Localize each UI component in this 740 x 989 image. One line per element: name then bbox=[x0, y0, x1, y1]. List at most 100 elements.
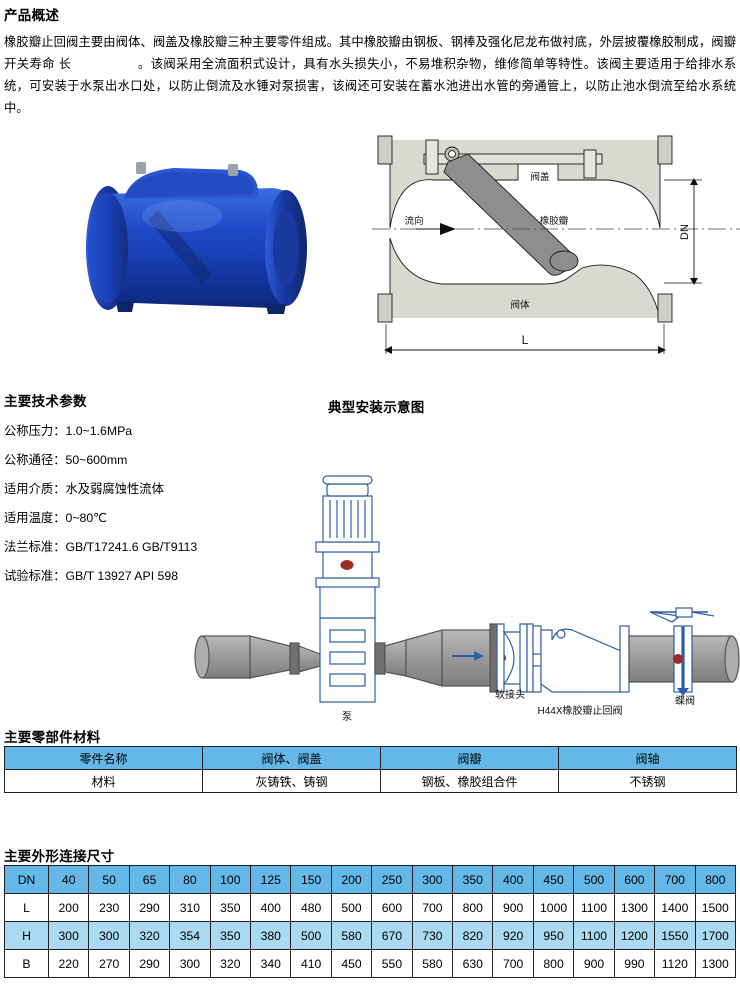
dimensions-table: DN 40 50 65 80 100 125 150 200 250 300 3… bbox=[4, 865, 736, 978]
valve-bonnet-shade bbox=[124, 172, 255, 198]
discharge-pipe bbox=[441, 629, 491, 687]
downstream-pipe-end bbox=[724, 635, 740, 683]
materials-title: 主要零部件材料 bbox=[4, 730, 101, 745]
table-cell: 900 bbox=[492, 893, 534, 922]
label-dn: DN bbox=[679, 224, 691, 240]
dimensions-row-label-dn: DN bbox=[4, 865, 49, 894]
table-cell: 990 bbox=[613, 949, 656, 978]
table-cell: 310 bbox=[169, 893, 211, 922]
hinge-boss-left bbox=[425, 139, 439, 175]
table-cell: 300 bbox=[169, 949, 211, 978]
table-cell: 700 bbox=[411, 893, 454, 922]
table-cell: 500 bbox=[330, 893, 373, 922]
table-cell: 350 bbox=[209, 893, 252, 922]
pump-base-window-1 bbox=[329, 629, 366, 643]
downstream-pipe-left bbox=[628, 635, 675, 683]
flange-bottom-right bbox=[657, 293, 673, 323]
pump-flange-mid bbox=[315, 577, 380, 588]
materials-cell-body-cover: 灰铸铁、铸钢 bbox=[202, 769, 381, 793]
butterfly-handle-hub bbox=[675, 607, 693, 618]
overview-title: 产品概述 bbox=[4, 8, 60, 23]
label-rubber-disc: 橡胶瓣 bbox=[540, 215, 569, 227]
figures-row: 阀盖 橡胶瓣 流向 阀体 DN L bbox=[0, 128, 740, 368]
l-arrow-left bbox=[384, 346, 392, 354]
overview-paragraph-part2: 。该阀采用全流面积式设计，具有水头损失小，不易堆积杂物，维修简单等特性。该阀主要… bbox=[4, 57, 736, 115]
valve-cross-section-drawing: 阀盖 橡胶瓣 流向 阀体 DN L bbox=[372, 135, 740, 354]
flex-joint-flange-left bbox=[496, 623, 505, 693]
label-pump: 泵 bbox=[342, 711, 352, 723]
spec-nominal-diameter: 公称通径：50~600mm bbox=[4, 453, 128, 467]
pump-base-housing bbox=[319, 617, 376, 703]
table-cell: 730 bbox=[411, 921, 454, 950]
dimensions-row-label-l: L bbox=[4, 893, 49, 922]
table-cell: 450 bbox=[330, 949, 373, 978]
table-cell: 150 bbox=[290, 865, 332, 894]
table-cell: 1550 bbox=[654, 921, 696, 950]
table-cell: 354 bbox=[169, 921, 211, 950]
flange-bottom-left bbox=[377, 293, 393, 323]
butterfly-indicator-dot bbox=[673, 654, 683, 664]
materials-header-body-cover: 阀体、阀盖 bbox=[202, 746, 381, 770]
table-cell: 300 bbox=[411, 865, 454, 894]
pump-base-window-2 bbox=[329, 651, 366, 665]
table-cell: 200 bbox=[330, 865, 373, 894]
valve-foot-left bbox=[116, 302, 134, 312]
table-cell: 400 bbox=[492, 865, 534, 894]
table-cell: 290 bbox=[128, 893, 171, 922]
valve-highlight bbox=[142, 200, 222, 232]
table-cell: 230 bbox=[88, 893, 130, 922]
dn-arrow-top bbox=[690, 178, 698, 185]
check-valve-flange-top-left bbox=[532, 625, 542, 655]
materials-cell-disc: 钢板、橡胶组合件 bbox=[380, 769, 559, 793]
materials-header-row: 零件名称 阀体、阀盖 阀瓣 阀轴 bbox=[4, 746, 737, 770]
discharge-flow-arrow-head bbox=[474, 651, 484, 661]
table-cell: 1000 bbox=[532, 893, 575, 922]
table-cell: 320 bbox=[209, 949, 252, 978]
table-cell: 50 bbox=[88, 865, 130, 894]
table-cell: 920 bbox=[492, 921, 534, 950]
rubber-disc-pad bbox=[549, 250, 579, 272]
table-cell: 630 bbox=[452, 949, 494, 978]
dimensions-row-b: B 220 270 290 300 320 340 410 450 550 58… bbox=[4, 949, 736, 978]
table-cell: 670 bbox=[371, 921, 413, 950]
table-cell: 500 bbox=[290, 921, 332, 950]
table-cell: 800 bbox=[452, 893, 494, 922]
table-cell: 580 bbox=[330, 921, 373, 950]
bonnet-bolt-right bbox=[228, 164, 238, 176]
valve-right-bore bbox=[273, 210, 299, 286]
pump-flange-top bbox=[315, 541, 380, 553]
check-valve-flange-bottom-left bbox=[532, 665, 542, 693]
overview-paragraph-part1: 橡胶瓣止回阀主要由阀体、阀盖及橡胶瓣三种主要零件组成。其中橡胶瓣由钢板、钢棒及强… bbox=[4, 35, 736, 71]
dimensions-row-label-h: H bbox=[4, 921, 49, 950]
table-cell: 125 bbox=[250, 865, 292, 894]
table-cell: 480 bbox=[290, 893, 332, 922]
table-cell: 1500 bbox=[694, 893, 736, 922]
overview-paragraph: 橡胶瓣止回阀主要由阀体、阀盖及橡胶瓣三种主要零件组成。其中橡胶瓣由钢板、钢棒及强… bbox=[4, 31, 736, 119]
discharge-gasket bbox=[374, 642, 386, 675]
table-cell: 600 bbox=[613, 865, 656, 894]
check-valve-hinge bbox=[556, 629, 566, 639]
dimensions-row-label-b: B bbox=[4, 949, 49, 978]
table-cell: 65 bbox=[128, 865, 171, 894]
installation-diagram-title: 典型安装示意图 bbox=[328, 400, 425, 415]
table-cell: 40 bbox=[47, 865, 90, 894]
materials-cell-shaft: 不锈钢 bbox=[558, 769, 737, 793]
table-cell: 1100 bbox=[573, 921, 615, 950]
product-photo bbox=[86, 162, 307, 314]
label-flexible-joint: 软接头 bbox=[495, 688, 525, 701]
installation-diagram: 泵 软接头 H44X橡胶瓣止回阀 蝶阀 bbox=[194, 475, 740, 723]
flow-arrow-head bbox=[440, 223, 456, 235]
suction-nozzle bbox=[298, 645, 321, 673]
suction-reducer bbox=[249, 635, 291, 679]
table-cell: 410 bbox=[290, 949, 332, 978]
table-cell: 1120 bbox=[654, 949, 696, 978]
dn-arrow-bottom bbox=[690, 278, 698, 285]
table-cell: 800 bbox=[694, 865, 736, 894]
table-cell: 350 bbox=[452, 865, 494, 894]
table-cell: 300 bbox=[47, 921, 90, 950]
table-cell: 580 bbox=[411, 949, 454, 978]
bonnet-bolt-left bbox=[136, 162, 146, 174]
table-cell: 1300 bbox=[694, 949, 736, 978]
table-cell: 250 bbox=[371, 865, 413, 894]
